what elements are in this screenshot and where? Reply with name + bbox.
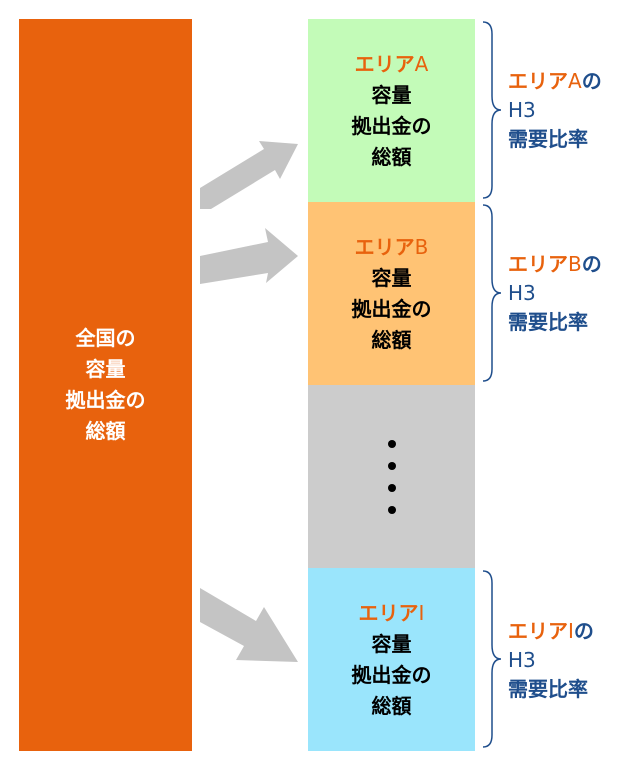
area-a-box: エリアA 容量 拠出金の 総額	[308, 19, 475, 202]
national-line-4: 総額	[85, 419, 126, 443]
area-a-letter: A	[414, 51, 429, 76]
brace-area-b	[482, 204, 502, 382]
ratio-a-line-1: エリアAの	[508, 67, 638, 96]
ratio-b-line-1: エリアBの	[508, 250, 638, 279]
area-b-name: エリア	[354, 234, 415, 259]
dot	[387, 461, 396, 470]
dot	[387, 483, 396, 492]
ratio-b-name: エリア	[508, 252, 568, 276]
area-i-letter: I	[418, 600, 425, 625]
brace-area-a	[482, 21, 502, 199]
area-b-line-2: 拠出金の	[351, 296, 432, 321]
brace-area-i	[482, 570, 502, 748]
area-b-box: エリアB 容量 拠出金の 総額	[308, 202, 475, 385]
area-i-line-3: 総額	[371, 693, 412, 718]
national-line-2: 容量	[85, 357, 126, 381]
area-b-line-1: 容量	[371, 265, 412, 290]
area-a-line-1: 容量	[371, 82, 412, 107]
area-a-title: エリアA	[355, 49, 429, 80]
ratio-a-name: エリア	[508, 69, 568, 93]
arrow-to-area-i	[200, 588, 298, 662]
ratio-i-name: エリア	[508, 619, 568, 643]
omitted-areas-box	[308, 385, 475, 568]
ratio-b-letter: B	[568, 252, 582, 276]
ratio-i-line-2: H3	[508, 648, 536, 672]
ratio-label-area-i: エリアIの H3 需要比率	[508, 617, 638, 704]
dot	[387, 505, 396, 514]
ratio-label-area-a: エリアAの H3 需要比率	[508, 67, 638, 154]
area-i-title: エリアI	[359, 598, 425, 629]
area-i-line-1: 容量	[371, 631, 412, 656]
area-b-letter: B	[414, 234, 429, 259]
national-line-1: 全国の	[75, 326, 136, 350]
ratio-b-line-3: 需要比率	[508, 310, 588, 334]
arrow-to-area-a	[200, 141, 298, 209]
area-b-line-3: 総額	[371, 327, 412, 352]
ratio-a-suffix: の	[581, 69, 602, 93]
ratio-label-area-b: エリアBの H3 需要比率	[508, 250, 638, 337]
ratio-i-letter: I	[568, 619, 574, 643]
arrow-to-area-b	[200, 228, 298, 284]
area-a-name: エリア	[354, 51, 415, 76]
area-i-name: エリア	[358, 600, 419, 625]
ratio-i-line-1: エリアIの	[508, 617, 638, 646]
area-a-line-2: 拠出金の	[351, 113, 432, 138]
ratio-a-line-3: 需要比率	[508, 127, 588, 151]
ratio-a-line-2: H3	[508, 98, 536, 122]
ratio-i-suffix: の	[573, 619, 594, 643]
ratio-a-letter: A	[568, 69, 582, 93]
ratio-b-line-2: H3	[508, 281, 536, 305]
area-i-box: エリアI 容量 拠出金の 総額	[308, 568, 475, 751]
ratio-i-line-3: 需要比率	[508, 677, 588, 701]
ratio-b-suffix: の	[581, 252, 602, 276]
ellipsis-dots	[308, 385, 475, 568]
area-a-line-3: 総額	[371, 144, 412, 169]
dot	[387, 439, 396, 448]
national-line-3: 拠出金の	[65, 388, 146, 412]
national-total-box: 全国の 容量 拠出金の 総額	[19, 19, 192, 751]
area-b-title: エリアB	[355, 232, 429, 263]
area-i-line-2: 拠出金の	[351, 662, 432, 687]
